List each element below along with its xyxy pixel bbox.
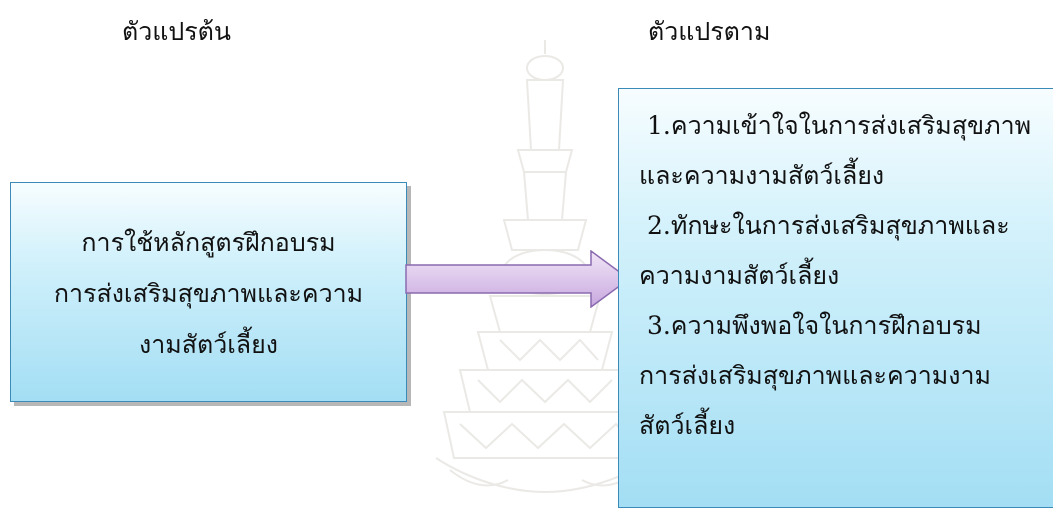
dependent-line: สัตว์เลี้ยง bbox=[639, 411, 736, 440]
independent-line: การส่งเสริมสุขภาพและความ bbox=[53, 279, 364, 308]
dependent-line: ความงามสัตว์เลี้ยง bbox=[639, 261, 840, 290]
dependent-line: และความงามสัตว์เลี้ยง bbox=[639, 161, 885, 190]
independent-line: การใช้หลักสูตรฝึกอบรม bbox=[81, 228, 336, 257]
dependent-line: 2.ทักษะในการส่งเสริมสุขภาพและ bbox=[647, 211, 1010, 240]
independent-variable-box: การใช้หลักสูตรฝึกอบรม การส่งเสริมสุขภาพแ… bbox=[10, 182, 407, 402]
dependent-variable-heading: ตัวแปรตาม bbox=[648, 17, 771, 46]
dependent-line: 1.ความเข้าใจในการส่งเสริมสุขภาพ bbox=[647, 111, 1032, 140]
dependent-line: การส่งเสริมสุขภาพและความงาม bbox=[639, 361, 991, 390]
dependent-line: 3.ความพึงพอใจในการฝึกอบรม bbox=[639, 311, 982, 340]
independent-variable-text: การใช้หลักสูตรฝึกอบรม การส่งเสริมสุขภาพแ… bbox=[11, 217, 406, 370]
dependent-variable-box: 1.ความเข้าใจในการส่งเสริมสุขภาพ และความง… bbox=[618, 88, 1053, 508]
independent-line: งามสัตว์เลี้ยง bbox=[139, 330, 278, 359]
dependent-variable-text: 1.ความเข้าใจในการส่งเสริมสุขภาพ และความง… bbox=[639, 101, 1031, 451]
right-arrow-icon bbox=[405, 250, 631, 308]
independent-variable-heading: ตัวแปรต้น bbox=[122, 17, 232, 46]
